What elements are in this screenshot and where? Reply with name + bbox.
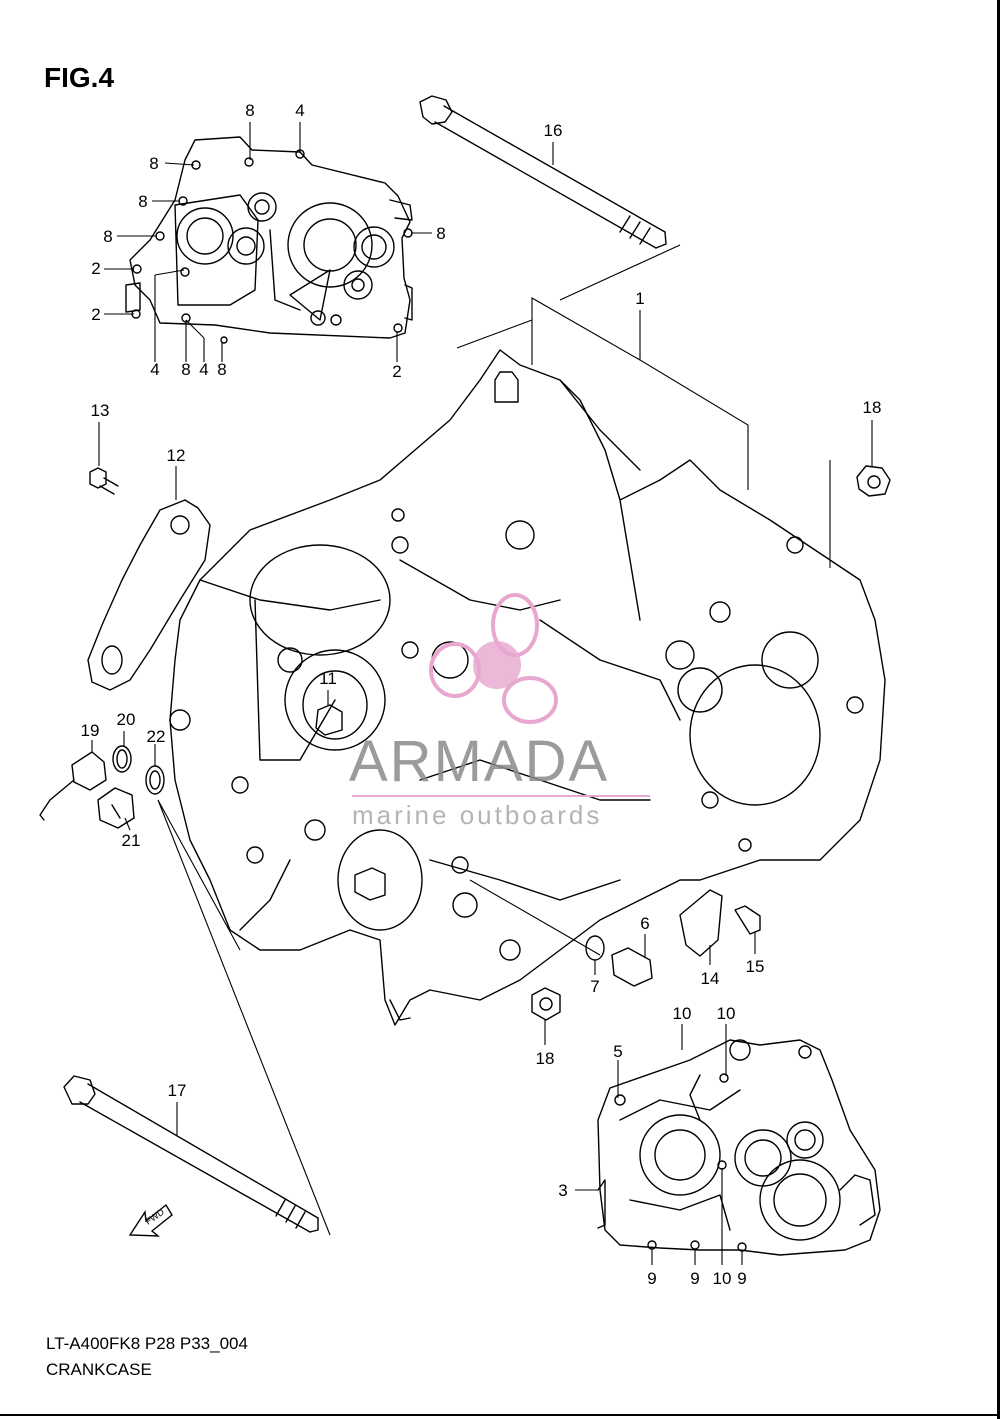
crankcase-main-drawing [169, 349, 886, 1026]
callout-label: 10 [712, 1269, 732, 1288]
callout-label: 1 [635, 289, 645, 308]
figure-caption: CRANKCASE [46, 1360, 152, 1379]
callout-label: 13 [90, 401, 110, 420]
stud-16-drawing [419, 95, 667, 249]
callout-label: 10 [716, 1004, 736, 1023]
callout-label: 10 [672, 1004, 692, 1023]
callout-label: 18 [535, 1049, 555, 1068]
callout-label: 21 [121, 831, 141, 850]
callout-label: 11 [319, 669, 337, 688]
callout-label: 17 [167, 1081, 187, 1100]
callout-label: 8 [436, 224, 446, 243]
callout-label: 4 [295, 101, 305, 120]
callout-label: 12 [166, 446, 186, 465]
callout-label: 19 [80, 721, 100, 740]
page-border-right [997, 0, 1000, 1419]
callout-label: 2 [392, 362, 402, 381]
callout-label: 2 [91, 259, 101, 278]
page-border-bottom [0, 1414, 1000, 1416]
callout-label: 9 [737, 1269, 747, 1288]
callout-label: 22 [146, 727, 166, 746]
sensor-group-drawing [39, 745, 165, 829]
callout-label: 14 [700, 969, 720, 988]
callout-label: 6 [640, 914, 650, 933]
callout-label: 8 [103, 227, 113, 246]
callout-label: 16 [543, 121, 563, 140]
crankcase-right-half-detail [597, 1039, 881, 1256]
callout-label: 20 [116, 710, 136, 729]
callout-label: 2 [91, 305, 101, 324]
nut-18-top-drawing [856, 465, 891, 497]
callout-label: 8 [245, 101, 255, 120]
fwd-arrow-icon [128, 1203, 173, 1237]
callout-label: 8 [138, 192, 148, 211]
callout-label: 4 [199, 360, 209, 379]
callout-label: 4 [150, 360, 160, 379]
callout-label: 8 [217, 360, 227, 379]
callout-leader-lines [91, 122, 873, 1265]
small-parts-right-drawing [531, 889, 761, 1021]
callout-label: 15 [745, 957, 765, 976]
callout-label: 5 [613, 1042, 623, 1061]
bracket-12-drawing [87, 467, 211, 691]
callout-label: 8 [181, 360, 191, 379]
callout-label: 3 [558, 1181, 568, 1200]
callout-label: 9 [690, 1269, 700, 1288]
watermark-tagline: marine outboards [352, 800, 603, 830]
model-code: LT-A400FK8 P28 P33_004 [46, 1334, 248, 1353]
figure-title: FIG.4 [44, 62, 115, 93]
watermark-logo-icon [429, 593, 558, 724]
callout-label: 8 [149, 154, 159, 173]
callout-label: 7 [590, 977, 600, 996]
watermark-name: ARMADA [349, 729, 610, 794]
crankcase-left-half-detail [125, 136, 413, 344]
callout-label: 9 [647, 1269, 657, 1288]
callout-label: 18 [862, 398, 882, 417]
stud-17-drawing [63, 1075, 319, 1233]
